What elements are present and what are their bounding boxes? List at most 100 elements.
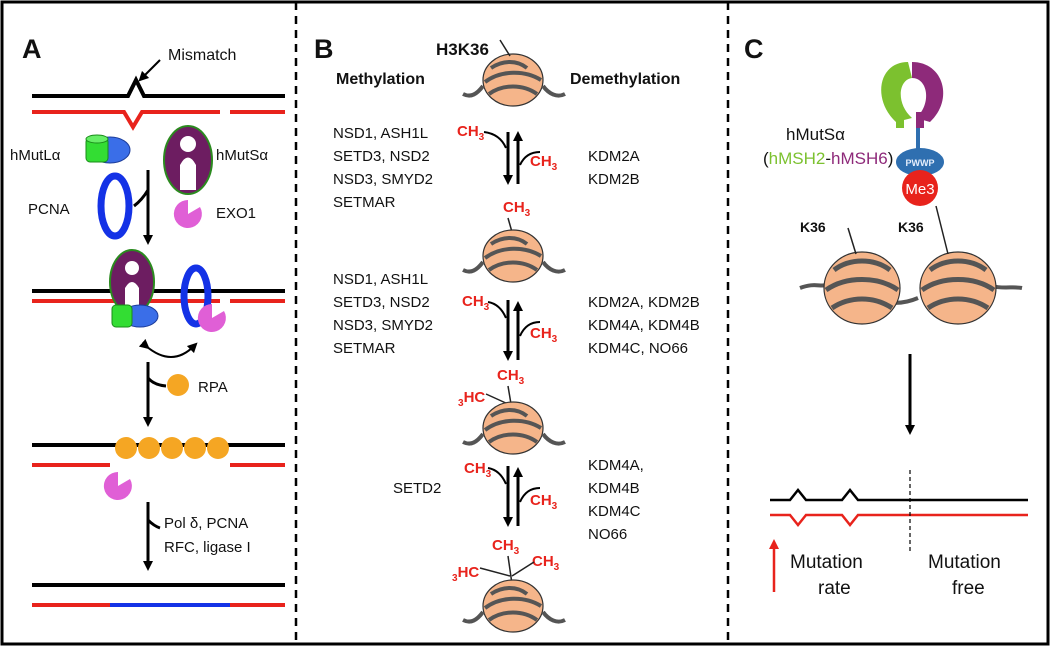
step2-eraser-3: KDM4C, NO66 [588,340,688,357]
mutation-free-label-1: Mutation [928,552,1001,573]
panel-c: C PWWP Me3 hMutSα (hMSH2-hMSH6) [744,34,1028,599]
step2-eraser-1: KDM2A, KDM2B [588,294,700,311]
nucleosome-pair [799,205,1023,325]
histone-tail-3a [479,567,511,577]
rpa-icon [167,374,189,396]
step-branch-a1 [133,189,150,208]
histone-tail-2a [485,393,509,405]
methyl-mark-me3-c: CH3 [532,553,560,573]
methyl-out-2: CH3 [530,325,558,345]
methyl-in-3: CH3 [464,460,492,480]
muts-alpha-icon [163,125,213,195]
step2-eraser-2: KDM4A, KDM4B [588,317,700,334]
rpa-label: RPA [198,379,228,396]
me3-label: Me3 [905,181,934,198]
panel-c-letter: C [744,34,764,64]
polymerase-label-1: Pol δ, PCNA [164,515,248,532]
methyl-join-2 [487,301,507,319]
me3-mark-icon [902,170,938,206]
step-branch-a2 [146,376,167,388]
muts-alpha-label: hMutSα [216,147,268,164]
complex-name: hMutSα [786,125,845,144]
methyl-leave-2 [519,321,541,337]
methyl-mark-me1: CH3 [503,199,531,219]
dna-bottom-with-loops [770,513,1028,528]
nucleosome-me1 [461,228,567,284]
mutation-free-label-2: free [952,578,985,599]
step3-eraser-2: KDM4B [588,480,640,497]
rpa-coated-ssdna [115,437,229,459]
step1-eraser-2: KDM2B [588,171,640,188]
histone-tail-3b [507,555,513,585]
step3-writer-1: SETD2 [393,480,441,497]
mutl-alpha-label: hMutLα [10,147,61,164]
step-2-writers: NSD1, ASH1L SETD3, NSD2 NSD3, SMYD2 SETM… [333,271,433,357]
k36-label-right: K36 [898,219,924,235]
dna-strand-top-mismatch [32,75,285,98]
step3-eraser-1: KDM4A, [588,457,644,474]
pwwp-domain-icon [896,148,944,176]
methyl-leave-1 [519,151,541,166]
exo1-label: EXO1 [216,205,256,222]
nucleosome-unmethylated [461,52,567,108]
muts-alpha-bound-icon [109,249,155,315]
step-1-writers: NSD1, ASH1L SETD3, NSD2 NSD3, SMYD2 SETM… [333,125,433,211]
dna-top-with-loops [770,487,1028,502]
mutl-alpha-icon [85,134,131,164]
methyl-join-1 [483,131,507,149]
step1-writer-3: NSD3, SMYD2 [333,171,433,188]
panel-a-letter: A [22,34,42,64]
methyl-in-1: CH3 [457,123,485,143]
step1-writer-4: SETMAR [333,194,396,211]
panel-b: B H3K36 Methylation Demethylation NSD1, … [314,34,700,634]
polymerase-label-2: RFC, ligase I [164,539,251,556]
mismatch-pointer-arrow [138,59,161,82]
step1-writer-2: SETD3, NSD2 [333,148,430,165]
pwwp-label: PWWP [906,158,935,168]
histone-tail-3c [511,561,535,577]
exo1-icon [173,199,202,228]
pcna-label: PCNA [28,201,70,218]
methyl-leave-3 [519,487,541,503]
histone-tail-0 [499,39,511,57]
step2-writer-2: SETD3, NSD2 [333,294,430,311]
nucleosome-me2 [461,400,567,456]
step-1-erasers: KDM2A KDM2B [588,148,640,188]
step-2-erasers: KDM2A, KDM2B KDM4A, KDM4B KDM4C, NO66 [588,294,700,357]
mutation-rate-label-1: Mutation [790,552,863,573]
mismatch-label: Mismatch [168,47,236,64]
complex-subunits: (hMSH2-hMSH6) [763,149,893,168]
step2-writer-4: SETMAR [333,340,396,357]
k36-label-left: K36 [800,219,826,235]
step1-writer-1: NSD1, ASH1L [333,125,428,142]
methyl-out-3: CH3 [530,492,558,512]
dna-strand-bottom-mismatch [32,110,220,131]
exo1-excision-icon [103,471,132,500]
methyl-mark-me2-a: 3HC [458,389,485,409]
methyl-mark-me3-a: 3HC [452,564,479,584]
histone-mark-label: H3K36 [436,40,489,59]
pcna-ring-icon [97,172,133,240]
demethylation-header: Demethylation [570,71,680,88]
methylation-header: Methylation [336,71,425,88]
exo1-bound-icon [197,303,226,332]
step3-eraser-4: NO66 [588,526,627,543]
mutation-rate-label-2: rate [818,578,851,599]
pcna-bound-icon [180,264,212,328]
methyl-out-1: CH3 [530,153,558,173]
methyl-mark-me2-b: CH3 [497,367,525,387]
step-branch-a3 [146,518,161,530]
methyl-mark-me3-b: CH3 [492,537,520,557]
step3-eraser-3: KDM4C [588,503,641,520]
step-3-erasers: KDM4A, KDM4B KDM4C NO66 [588,457,644,543]
interaction-arrow [138,338,198,358]
mutsalpha-complex-icon [881,62,944,152]
step2-writer-3: NSD3, SMYD2 [333,317,433,334]
methyl-in-2: CH3 [462,293,490,313]
nucleosome-me3 [461,578,567,634]
panel-b-letter: B [314,34,334,64]
step2-writer-1: NSD1, ASH1L [333,271,428,288]
methyl-join-3 [487,467,507,485]
